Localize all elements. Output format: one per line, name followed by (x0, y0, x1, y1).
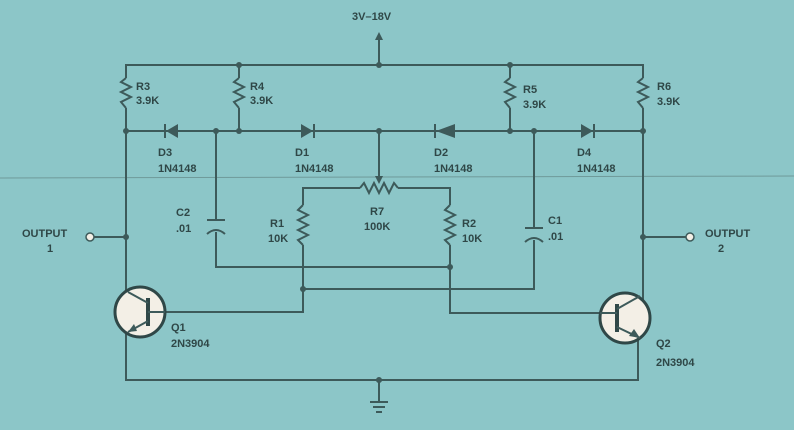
diode-d4: D4 1N4148 (577, 124, 616, 175)
wires (94, 64, 686, 402)
svg-text:Q2: Q2 (656, 338, 671, 350)
svg-text:1N4148: 1N4148 (577, 163, 616, 175)
svg-text:OUTPUT: OUTPUT (705, 228, 751, 240)
svg-text:10K: 10K (268, 233, 288, 245)
svg-text:OUTPUT: OUTPUT (22, 228, 68, 240)
diode-d2: D2 1N4148 (434, 124, 473, 175)
svg-text:2N3904: 2N3904 (656, 357, 695, 369)
svg-text:R3: R3 (136, 81, 150, 93)
svg-text:R5: R5 (523, 84, 537, 96)
svg-text:1N4148: 1N4148 (295, 163, 334, 175)
resistor-r3: R3 3.9K (118, 77, 159, 109)
svg-text:3.9K: 3.9K (657, 96, 680, 108)
svg-text:.01: .01 (176, 223, 191, 235)
svg-text:C1: C1 (548, 215, 562, 227)
svg-text:10K: 10K (462, 233, 482, 245)
svg-text:R4: R4 (250, 81, 265, 93)
svg-text:C2: C2 (176, 207, 190, 219)
paper-fold (0, 175, 794, 179)
junctions (123, 62, 646, 383)
supply-label: 3V–18V (352, 11, 392, 23)
svg-text:2N3904: 2N3904 (171, 338, 210, 350)
output-2-terminal: OUTPUT 2 (685, 228, 751, 255)
svg-text:3.9K: 3.9K (250, 95, 273, 107)
output-1-terminal: OUTPUT 1 (22, 228, 95, 255)
wiper-arrow-icon (375, 176, 383, 184)
svg-text:100K: 100K (364, 221, 390, 233)
resistor-r5: R5 3.9K (502, 77, 546, 111)
svg-text:D3: D3 (158, 147, 172, 159)
supply-terminal: 3V–18V (352, 11, 392, 65)
transistor-q2: Q2 2N3904 (598, 291, 695, 369)
arrow-up-icon (375, 32, 383, 40)
svg-text:.01: .01 (548, 231, 563, 243)
svg-text:1N4148: 1N4148 (158, 163, 197, 175)
svg-text:1: 1 (47, 243, 53, 255)
capacitor-c1: C1.01 (524, 215, 563, 243)
svg-text:3.9K: 3.9K (523, 99, 546, 111)
svg-text:D4: D4 (577, 147, 592, 159)
svg-text:2: 2 (718, 243, 724, 255)
resistor-r4: R4 3.9K (231, 77, 273, 109)
svg-text:3.9K: 3.9K (136, 95, 159, 107)
capacitor-c2: C2.01 (176, 207, 226, 235)
diode-d1: D1 1N4148 (295, 124, 334, 175)
svg-text:D2: D2 (434, 147, 448, 159)
potentiometer-r7: R7 100K (359, 176, 399, 233)
svg-text:1N4148: 1N4148 (434, 163, 473, 175)
transistor-q1: Q1 2N3904 (113, 285, 210, 350)
svg-text:Q1: Q1 (171, 322, 186, 334)
svg-text:R7: R7 (370, 206, 384, 218)
resistor-r6: R6 3.9K (635, 77, 680, 109)
diode-d3: D3 1N4148 (158, 124, 197, 175)
svg-text:D1: D1 (295, 147, 309, 159)
svg-text:R6: R6 (657, 81, 671, 93)
svg-text:R2: R2 (462, 218, 476, 230)
ground-icon (370, 401, 388, 413)
svg-text:R1: R1 (270, 218, 284, 230)
